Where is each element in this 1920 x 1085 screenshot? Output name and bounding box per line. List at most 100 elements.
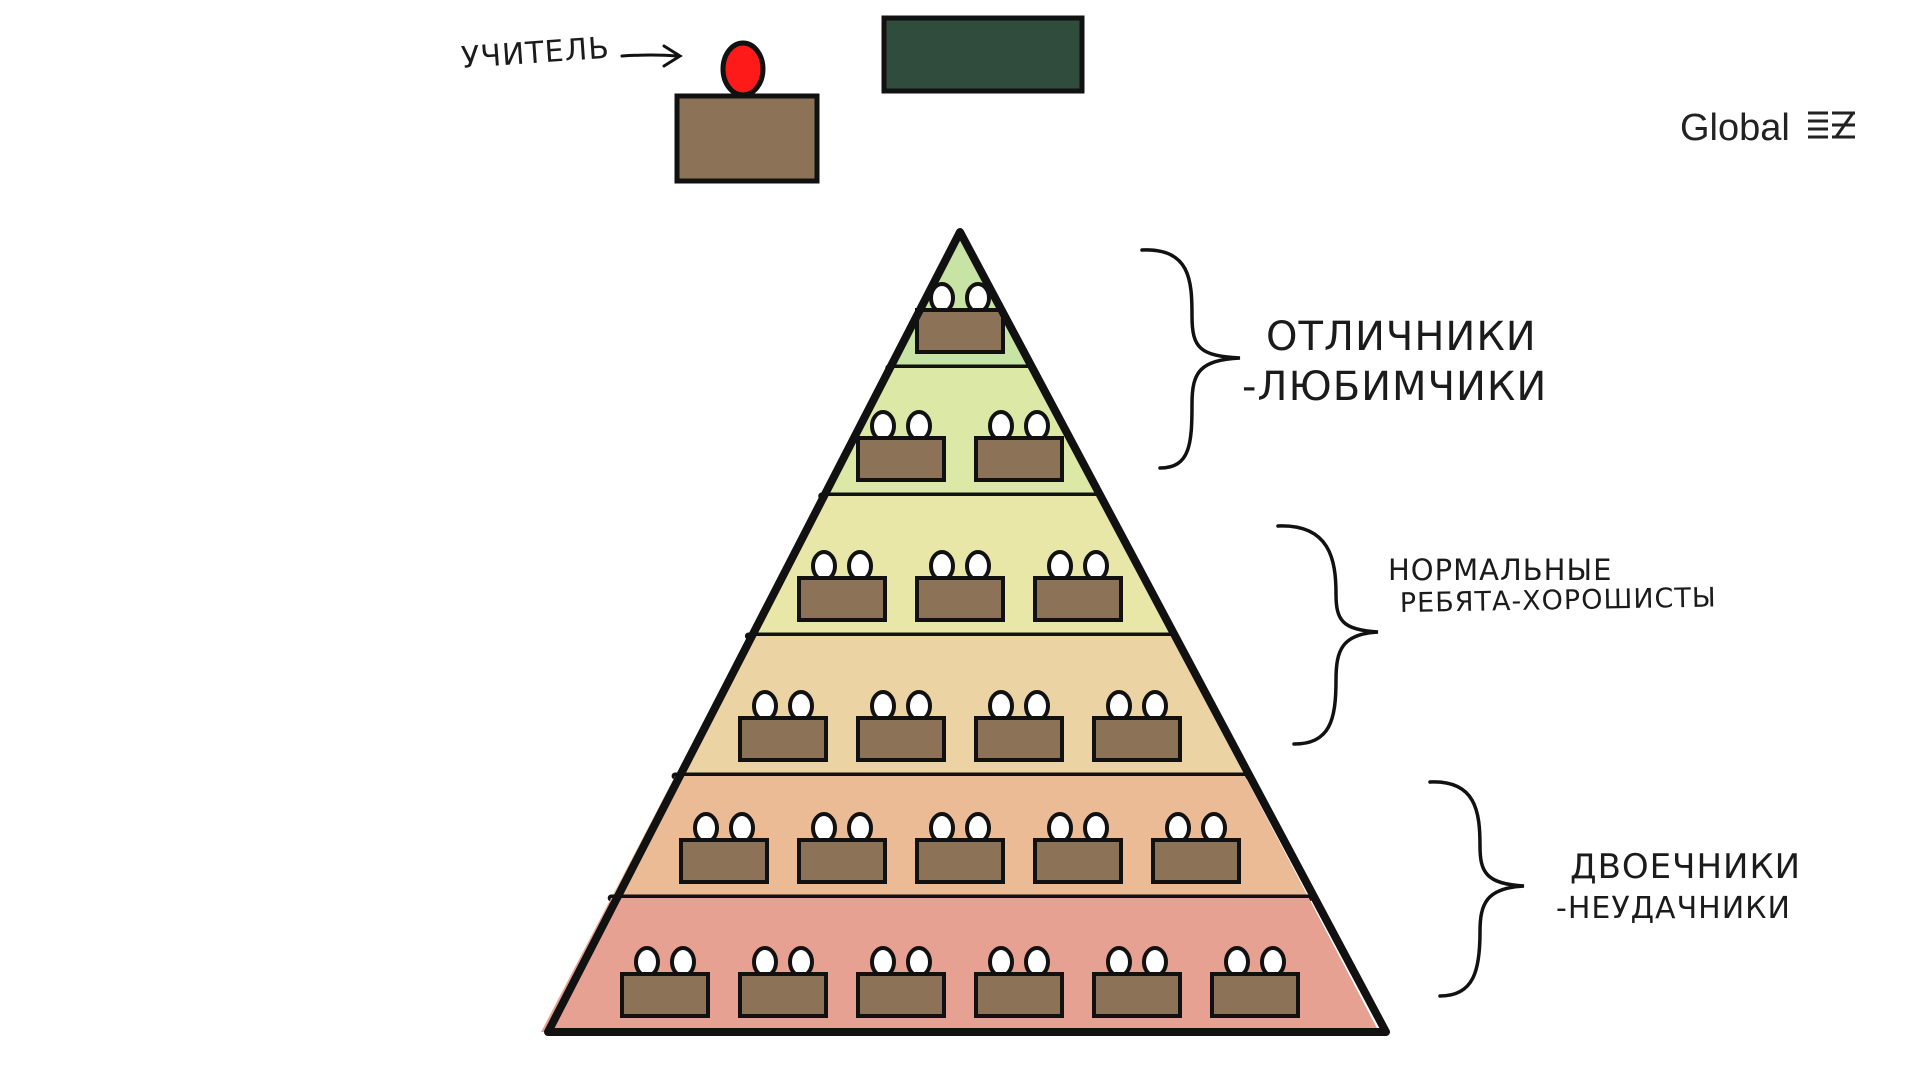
student-head (811, 812, 837, 844)
pyramid-level-3 (748, 496, 1172, 636)
logo-text: Global (1680, 107, 1790, 149)
student-head (752, 690, 778, 722)
desk-with-students (738, 946, 828, 1018)
student-desk (974, 436, 1064, 482)
student-head (1165, 812, 1191, 844)
student-head (1047, 812, 1073, 844)
student-head (847, 812, 873, 844)
student-head (1024, 946, 1050, 978)
student-head (870, 410, 896, 442)
student-head (870, 690, 896, 722)
desk-with-students (915, 550, 1005, 622)
student-head (929, 812, 955, 844)
pyramid-level-4 (675, 636, 1245, 776)
group-label-poor-line1: ДВОЕЧНИКИ (1570, 847, 1801, 887)
pyramid-level-2 (821, 368, 1099, 496)
desk-with-students (1092, 946, 1182, 1018)
student-desk (856, 436, 946, 482)
student-head (870, 946, 896, 978)
student-head (929, 550, 955, 582)
student-head (634, 946, 660, 978)
student-head (1142, 690, 1168, 722)
desk-with-students (915, 282, 1005, 354)
student-head (1024, 690, 1050, 722)
student-desk (1092, 972, 1182, 1018)
group-label-normal-line1: НОРМАЛЬНЫЕ (1388, 553, 1612, 587)
student-head (906, 410, 932, 442)
student-head (1024, 410, 1050, 442)
student-head (988, 946, 1014, 978)
student-desk (738, 716, 828, 762)
student-head (788, 690, 814, 722)
group-label-excellent-line1: ОТЛИЧНИКИ (1266, 314, 1537, 360)
student-desk (1033, 838, 1123, 884)
desk-with-students (679, 812, 769, 884)
student-desk (1092, 716, 1182, 762)
blackboard (881, 15, 1085, 94)
brace-top (1140, 248, 1241, 470)
student-desk (1151, 838, 1241, 884)
desk-with-students (974, 946, 1064, 1018)
desk-with-students (797, 812, 887, 884)
student-desk (974, 972, 1064, 1018)
student-desk (1210, 972, 1300, 1018)
student-desk (679, 838, 769, 884)
student-desk (915, 308, 1005, 354)
student-head (965, 812, 991, 844)
student-head (752, 946, 778, 978)
student-head (1106, 690, 1132, 722)
student-head (988, 690, 1014, 722)
student-head (729, 812, 755, 844)
student-desk (915, 576, 1005, 622)
desk-with-students (1151, 812, 1241, 884)
desk-with-students (1033, 550, 1123, 622)
student-head (1260, 946, 1286, 978)
brace-bottom (1428, 780, 1525, 998)
student-head (788, 946, 814, 978)
student-head (1083, 550, 1109, 582)
student-head (693, 812, 719, 844)
desk-with-students (1033, 812, 1123, 884)
teacher-head (720, 40, 766, 98)
student-desk (738, 972, 828, 1018)
student-head (1142, 946, 1168, 978)
pyramid-level-5 (611, 776, 1309, 898)
student-head (670, 946, 696, 978)
desk-with-students (856, 690, 946, 762)
desk-with-students (915, 812, 1005, 884)
student-desk (797, 576, 887, 622)
student-desk (856, 716, 946, 762)
student-head (906, 946, 932, 978)
student-head (1083, 812, 1109, 844)
desk-with-students (974, 690, 1064, 762)
pyramid (541, 228, 1390, 1036)
desk-with-students (974, 410, 1064, 482)
desk-with-students (797, 550, 887, 622)
desk-with-students (856, 410, 946, 482)
student-head (1224, 946, 1250, 978)
student-head (847, 550, 873, 582)
logo-mark-icon (1808, 111, 1855, 139)
student-head (1047, 550, 1073, 582)
student-head (1201, 812, 1227, 844)
group-label-poor-line2: -НЕУДАЧНИКИ (1556, 891, 1791, 926)
student-desk (915, 838, 1005, 884)
pyramid-level-fill (611, 776, 1309, 898)
pyramid-level-6 (541, 898, 1379, 1032)
student-head (988, 410, 1014, 442)
global-logo: Global (1680, 107, 1855, 149)
pyramid-level-1 (888, 232, 1032, 368)
desk-with-students (620, 946, 710, 1018)
student-desk (1033, 576, 1123, 622)
group-label-excellent-line2: -ЛЮБИМЧИКИ (1242, 364, 1547, 410)
student-desk (974, 716, 1064, 762)
desk-with-students (856, 946, 946, 1018)
desk-with-students (1210, 946, 1300, 1018)
student-head (965, 550, 991, 582)
brace-middle (1276, 524, 1379, 746)
teacher-label: УЧИТЕЛЬ (460, 31, 611, 76)
student-head (1106, 946, 1132, 978)
student-desk (620, 972, 710, 1018)
desk-with-students (738, 690, 828, 762)
student-head (811, 550, 837, 582)
